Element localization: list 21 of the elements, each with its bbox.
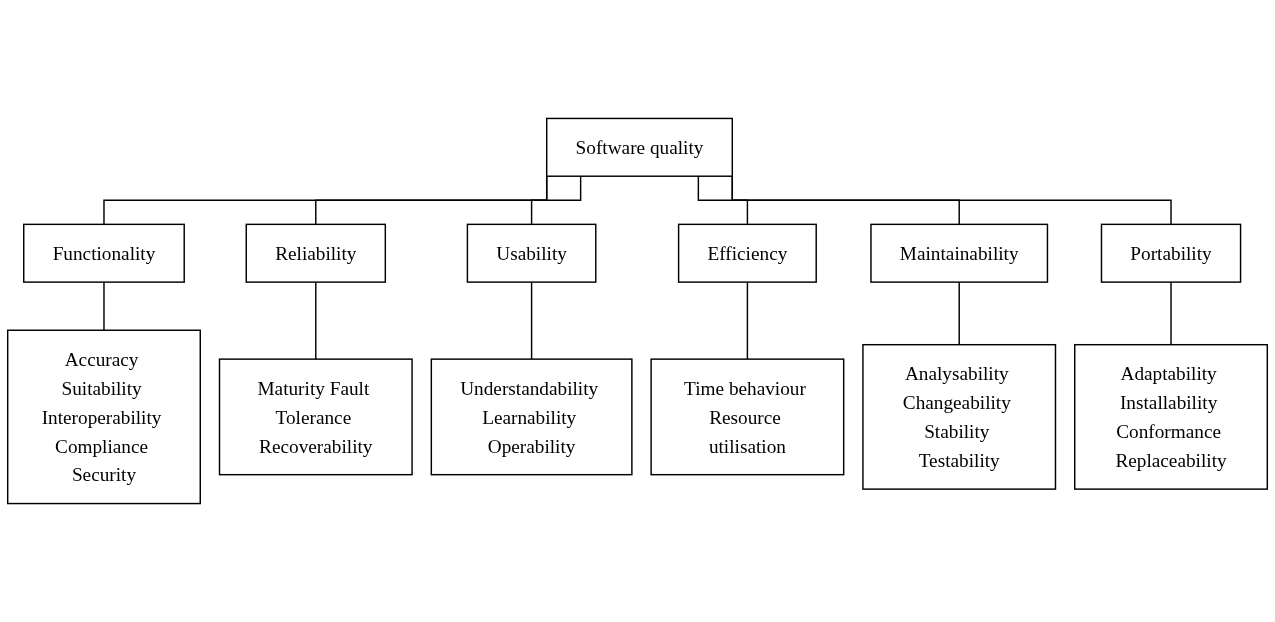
- node-box: Reliability: [245, 223, 387, 283]
- node-box: Portability: [1100, 223, 1242, 283]
- node-box: Adaptability Installability Conformance Replaceability: [1074, 343, 1268, 490]
- node-box: Understandability Learnability Operability: [430, 358, 633, 476]
- connector: [746, 281, 749, 360]
- connector: [958, 281, 960, 346]
- connector: [1170, 281, 1172, 346]
- node-box: Analysability Changeability Stability Testability: [862, 343, 1057, 490]
- connector: [315, 281, 317, 360]
- node-box: Time behaviour Resource utilisation: [650, 358, 845, 476]
- node-box: Maturity Fault Tolerance Recoverability: [218, 358, 413, 476]
- node-box: Efficiency: [677, 223, 817, 283]
- connector: [103, 281, 105, 331]
- node-box: Maintainability: [870, 223, 1049, 283]
- node-box: Software quality: [546, 117, 733, 177]
- node-box: Functionality: [23, 223, 185, 283]
- connector: [697, 175, 749, 226]
- connector: [530, 175, 582, 226]
- connector: [530, 281, 533, 360]
- node-box: Usability: [466, 223, 597, 283]
- node-box: Accuracy Suitability Interoperability Compliance Security: [7, 329, 201, 505]
